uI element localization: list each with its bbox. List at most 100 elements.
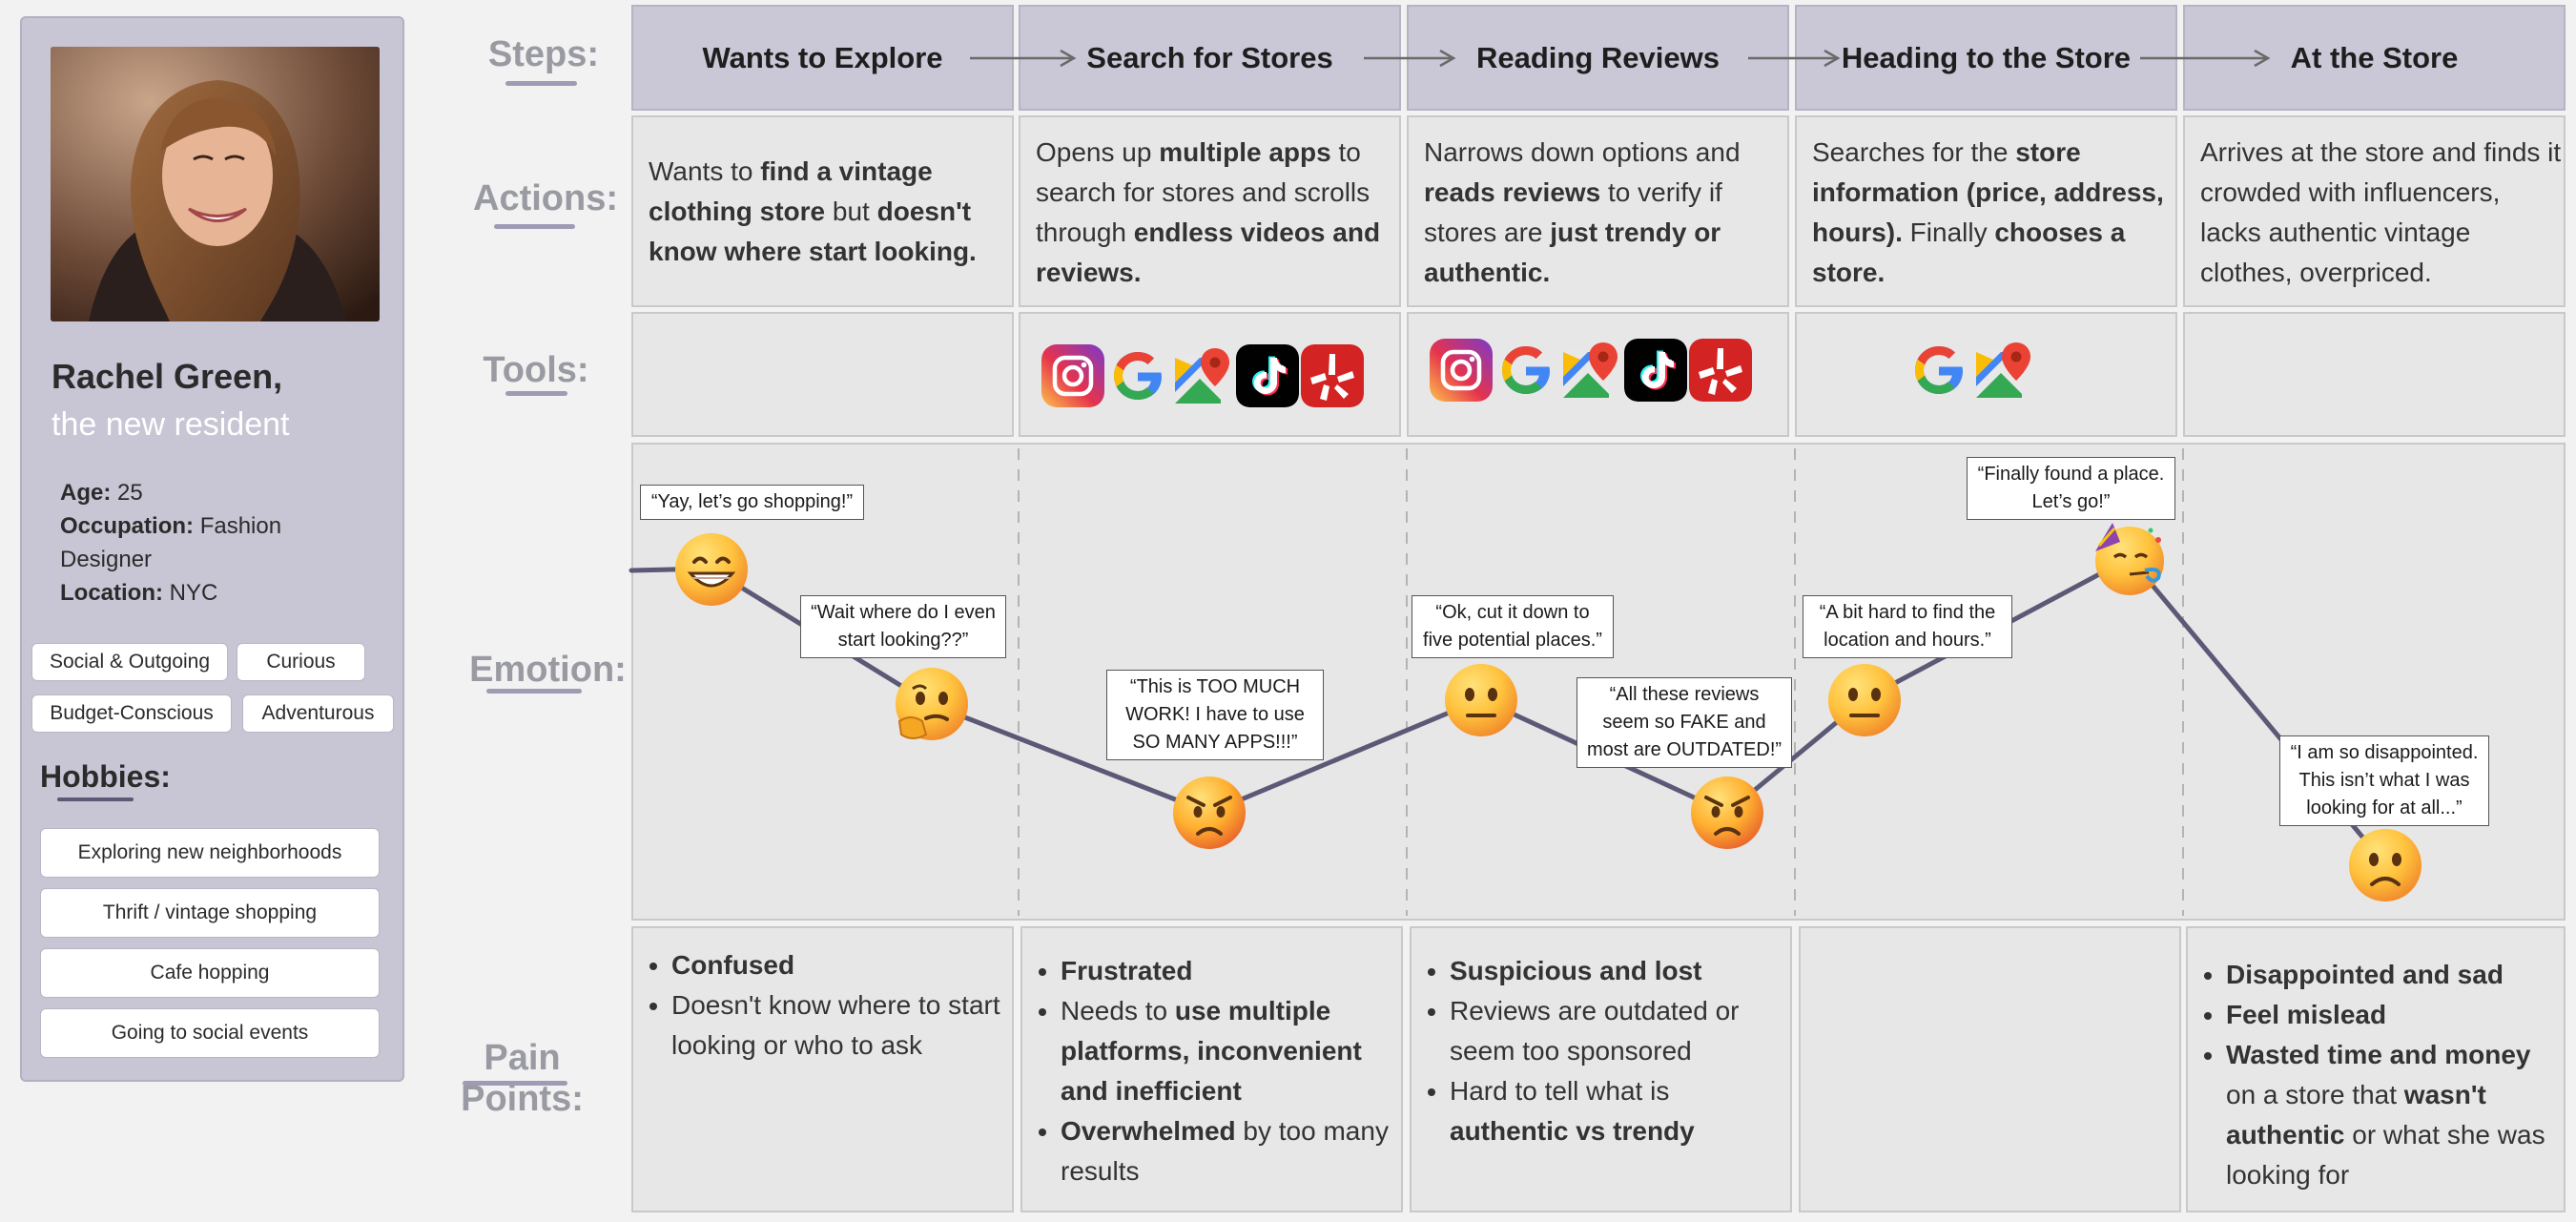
quote-bubble: “Ok, cut it down to five potential place…	[1412, 595, 1614, 658]
pain-bold: Disappointed and sad	[2226, 960, 2504, 989]
action-text: Finally	[1902, 217, 1995, 247]
emotion-label: Emotion:	[469, 650, 627, 690]
pain-bold: Confused	[671, 950, 795, 980]
neutral-face-icon	[1443, 662, 1519, 743]
pain-bold: authentic vs trendy	[1450, 1116, 1695, 1146]
location-label: Location:	[60, 580, 163, 606]
action-cell: Opens up multiple apps to search for sto…	[1019, 115, 1401, 307]
tools-label: Tools:	[483, 350, 589, 390]
trait-tag: Budget-Conscious	[31, 694, 232, 733]
yelp-icon	[1689, 339, 1752, 402]
google-icon	[1114, 352, 1162, 400]
google-icon	[1502, 346, 1550, 394]
action-text: Arrives at the store and finds it crowde…	[2200, 137, 2562, 287]
pain-point-item: Disappointed and sad	[2226, 955, 2564, 995]
quote-bubble: “Wait where do I even start looking??”	[800, 595, 1006, 658]
hobby-item: Cafe hopping	[40, 948, 380, 998]
pain-point-cell: Confused Doesn't know where to start loo…	[631, 926, 1014, 1212]
pain-text: Hard to tell what is	[1450, 1076, 1670, 1106]
quote-bubble: “Finally found a place. Let’s go!”	[1967, 457, 2175, 520]
action-bold: store information (price, address, hours…	[1812, 137, 2164, 247]
actions-label: Actions:	[473, 178, 618, 218]
pain-bold: Frustrated	[1061, 956, 1193, 985]
trait-tag: Social & Outgoing	[31, 643, 228, 681]
emotion-underline	[486, 689, 582, 694]
frowning-face-icon	[2347, 827, 2423, 908]
hobby-item: Going to social events	[40, 1008, 380, 1058]
action-text: to verify if stores are	[1424, 177, 1722, 247]
pain-point-cell: Suspicious and lost Reviews are outdated…	[1410, 926, 1792, 1212]
trait-tag: Adventurous	[242, 694, 394, 733]
tools-icons	[1907, 339, 2035, 402]
quote-bubble: “Yay, let’s go shopping!”	[640, 485, 864, 520]
actions-underline	[494, 224, 575, 229]
pain-text: or what she was looking for	[2226, 1120, 2545, 1190]
pain-points-label: Pain Points:	[461, 1038, 584, 1119]
age-value: 25	[117, 480, 143, 506]
pain-point-item: Reviews are outdated or seem too sponsor…	[1450, 991, 1790, 1071]
occupation-value: Fashion Designer	[60, 513, 282, 572]
occupation-label: Occupation:	[60, 513, 195, 539]
action-bold: multiple apps	[1159, 137, 1331, 167]
action-text: Opens up	[1036, 137, 1160, 167]
pain-point-item: Overwhelmed by too many results	[1061, 1111, 1401, 1191]
tiktok-icon	[1624, 339, 1687, 402]
pain-point-item: Feel mislead	[2226, 995, 2564, 1035]
pain-point-cell: Frustrated Needs to use multiple platfor…	[1020, 926, 1403, 1212]
google-maps-icon	[1563, 342, 1618, 398]
persona-name: Rachel Green,	[52, 357, 283, 396]
hobbies-underline	[57, 797, 134, 801]
action-cell: Searches for the store information (pric…	[1795, 115, 2177, 307]
google-maps-icon	[1175, 348, 1229, 404]
pain-point-item: Hard to tell what is authentic vs trendy	[1450, 1071, 1790, 1151]
quote-bubble: “I am so disappointed. This isn’t what I…	[2279, 735, 2489, 826]
persona-card: Rachel Green, the new resident Age: 25 O…	[20, 16, 404, 1082]
hobby-item: Exploring new neighborhoods	[40, 828, 380, 878]
tiktok-icon	[1236, 344, 1299, 407]
pain-text: Needs to	[1061, 996, 1175, 1025]
pain-bold: use multiple platforms, inconvenient and…	[1061, 996, 1362, 1106]
pain-bold: Overwhelmed	[1061, 1116, 1236, 1146]
persona-subtitle: the new resident	[52, 406, 290, 443]
steps-underline	[505, 81, 577, 86]
quote-bubble: “A bit hard to find the location and hou…	[1803, 595, 2012, 658]
partying-face-icon	[2092, 521, 2168, 602]
action-bold: just trendy or authentic.	[1424, 217, 1721, 287]
steps-label: Steps:	[487, 34, 600, 74]
pain-bold: wasn't authentic	[2226, 1080, 2486, 1150]
location-value: NYC	[169, 580, 218, 606]
action-bold: find a vintage clothing store	[649, 156, 933, 226]
action-text: Searches for the	[1812, 137, 2016, 167]
yelp-icon	[1301, 344, 1364, 407]
google-maps-icon	[1976, 342, 2030, 398]
action-cell: Narrows down options and reads reviews t…	[1407, 115, 1789, 307]
persona-photo	[51, 47, 380, 321]
action-bold: endless videos and reviews.	[1036, 217, 1381, 287]
pain-text: Reviews are outdated or seem too sponsor…	[1450, 996, 1740, 1066]
action-text: Narrows down options and	[1424, 137, 1741, 167]
angry-face-icon	[1689, 775, 1765, 856]
quote-bubble: “All these reviews seem so FAKE and most…	[1577, 677, 1792, 768]
action-bold: reads reviews	[1424, 177, 1601, 207]
age-label: Age:	[60, 480, 112, 506]
action-cell: Wants to find a vintage clothing store b…	[631, 115, 1014, 307]
step-header: Reading Reviews	[1407, 5, 1789, 111]
pain-bold: Feel mislead	[2226, 1000, 2387, 1029]
pain-point-item: Confused	[671, 945, 1012, 985]
pain-point-item: Needs to use multiple platforms, inconve…	[1061, 991, 1401, 1111]
google-icon	[1915, 346, 1963, 394]
step-header: Search for Stores	[1019, 5, 1401, 111]
action-bold: doesn't know where start looking.	[649, 197, 977, 266]
tools-icons	[1430, 339, 1752, 402]
pain-bold: Suspicious and lost	[1450, 956, 1702, 985]
hobby-item: Thrift / vintage shopping	[40, 888, 380, 938]
action-text: but	[825, 197, 877, 226]
grinning-face-icon	[673, 531, 750, 612]
instagram-icon	[1430, 339, 1493, 402]
tools-cell	[1019, 312, 1401, 437]
quote-bubble: “This is TOO MUCH WORK! I have to use SO…	[1106, 670, 1324, 760]
pain-point-cell	[1799, 926, 2181, 1212]
pain-bold: Wasted time and money	[2226, 1040, 2531, 1069]
step-header: Wants to Explore	[631, 5, 1014, 111]
hobbies-title: Hobbies:	[40, 759, 171, 794]
